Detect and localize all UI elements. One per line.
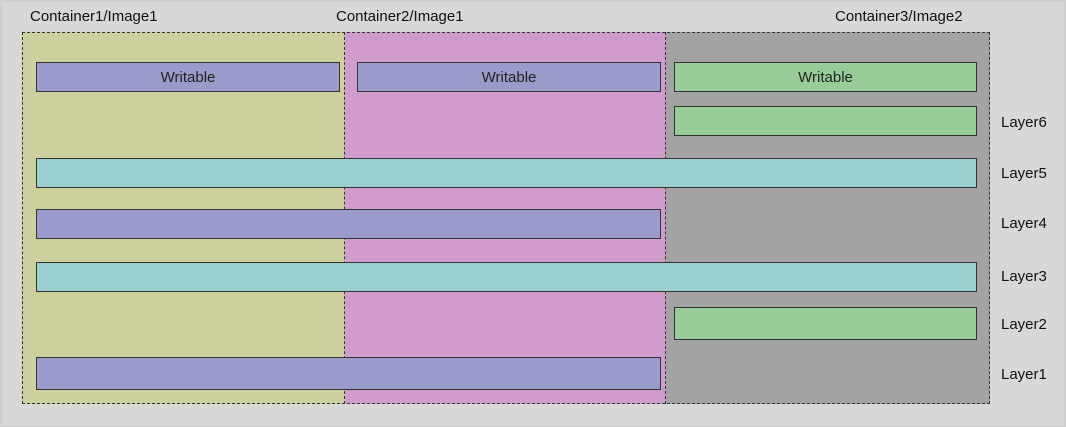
layer3-label: Layer3 [1001, 268, 1047, 285]
layer4-bar [36, 209, 661, 239]
layer1-label: Layer1 [1001, 366, 1047, 383]
container3-title: Container3/Image2 [835, 8, 963, 25]
layer5-label: Layer5 [1001, 165, 1047, 182]
layer1-bar [36, 357, 661, 390]
layer6-label: Layer6 [1001, 114, 1047, 131]
container3-region [666, 32, 990, 404]
container3-writable-layer: Writable [674, 62, 977, 92]
container-divider-2 [665, 32, 666, 404]
container2-title: Container2/Image1 [336, 8, 464, 25]
layer3-bar [36, 262, 977, 292]
writable-label: Writable [798, 68, 853, 86]
container1-writable-layer: Writable [36, 62, 340, 92]
layer4-label: Layer4 [1001, 215, 1047, 232]
layer2-bar [674, 307, 977, 340]
container1-title: Container1/Image1 [30, 8, 158, 25]
layer2-label: Layer2 [1001, 316, 1047, 333]
container2-writable-layer: Writable [357, 62, 661, 92]
writable-label: Writable [160, 68, 216, 86]
layer6-bar [674, 106, 977, 136]
writable-label: Writable [481, 68, 537, 86]
layer5-bar [36, 158, 977, 188]
